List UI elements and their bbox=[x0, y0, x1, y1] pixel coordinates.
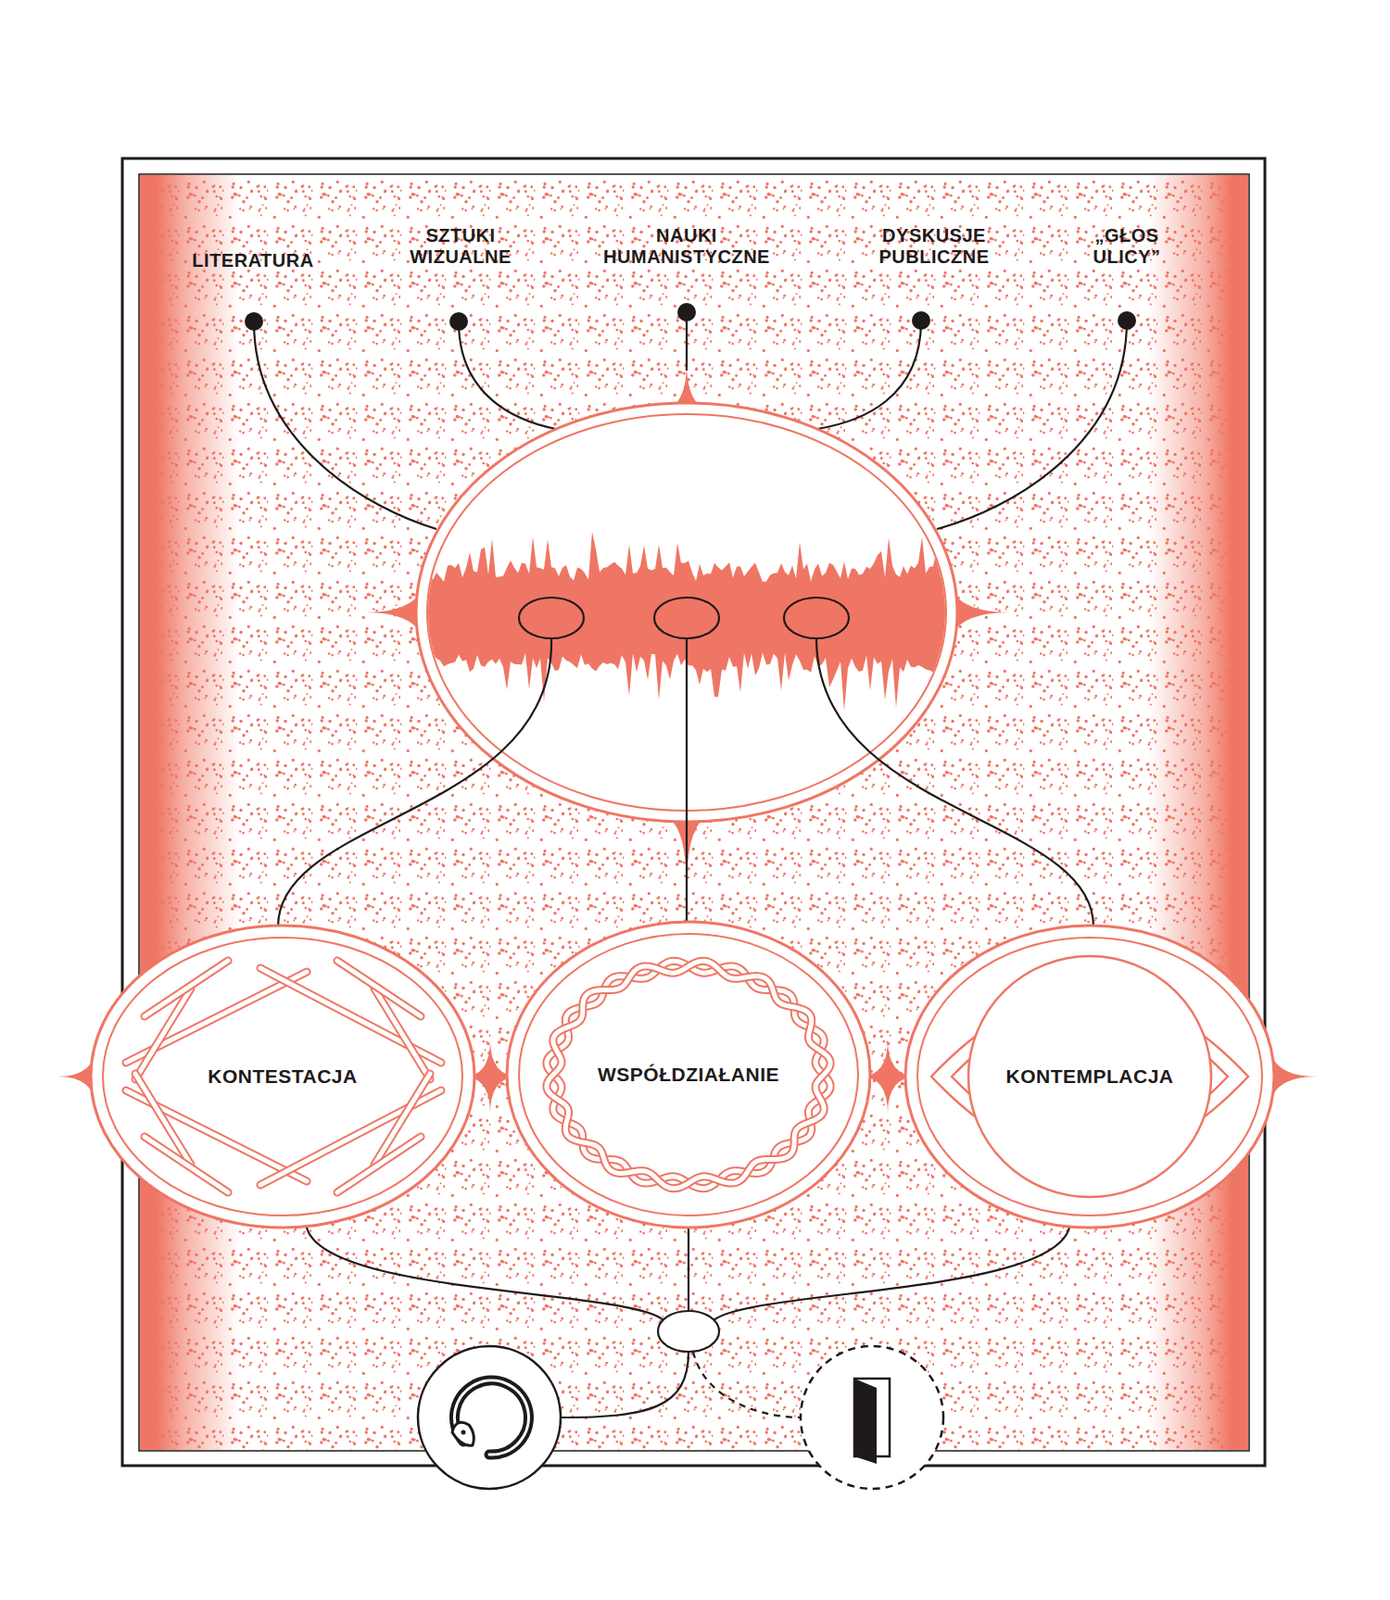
snake-head bbox=[452, 1422, 474, 1446]
source-dot bbox=[449, 312, 468, 331]
stipple-ground bbox=[139, 175, 1249, 1451]
wire bbox=[936, 320, 1127, 530]
mode-oval: KONTEMPLACJA bbox=[903, 923, 1277, 1230]
outer-frame bbox=[122, 158, 1265, 1466]
ouroboros-symbol bbox=[452, 1380, 529, 1455]
source-label: NAUKI HUMANISTYCZNE bbox=[603, 225, 771, 268]
oval-decoration bbox=[126, 960, 442, 1193]
node-body: WSPÓŁDZIAŁANIE bbox=[505, 920, 872, 1230]
contest-stick-core bbox=[144, 960, 228, 1017]
wire bbox=[560, 1352, 689, 1418]
eye-iris bbox=[968, 956, 1212, 1198]
door-circle bbox=[800, 1346, 944, 1490]
contest-stick bbox=[144, 1137, 228, 1193]
mode-label: KONTESTACJA bbox=[200, 1062, 365, 1091]
oval-ring bbox=[518, 934, 859, 1216]
channel-oval bbox=[783, 597, 849, 639]
source-dots bbox=[244, 303, 1137, 331]
cusp bbox=[1269, 1042, 1318, 1112]
braid-strand bbox=[546, 960, 831, 1188]
mode-label: WSPÓŁDZIAŁANIE bbox=[590, 1061, 787, 1089]
wire bbox=[816, 638, 1094, 927]
wire bbox=[817, 320, 922, 430]
edge-fade bbox=[1148, 175, 1232, 1451]
dashed-wire bbox=[693, 1352, 801, 1418]
wire bbox=[305, 1221, 666, 1323]
source-label: „GŁOS ULICY” bbox=[1093, 225, 1162, 268]
inner-frame bbox=[139, 174, 1250, 1452]
edge-fade bbox=[156, 175, 241, 1451]
door-leaf bbox=[854, 1378, 877, 1465]
braid-strand-core bbox=[546, 960, 831, 1188]
merge-oval bbox=[657, 1311, 720, 1353]
edge-band bbox=[1231, 175, 1249, 1451]
oval-ring bbox=[506, 922, 871, 1228]
braid-strand bbox=[546, 960, 831, 1188]
wire bbox=[253, 321, 437, 530]
braid-strand-core bbox=[546, 960, 831, 1188]
mode-oval: WSPÓŁDZIAŁANIE bbox=[505, 920, 872, 1230]
source-dot bbox=[677, 303, 696, 322]
contest-stick bbox=[337, 960, 421, 1017]
snake-eye bbox=[461, 1430, 467, 1436]
source-dot bbox=[244, 312, 264, 331]
channel-oval bbox=[654, 597, 720, 639]
wire bbox=[458, 321, 556, 430]
contest-stick-core bbox=[337, 1137, 421, 1193]
channel-oval bbox=[518, 597, 584, 639]
oval-ring bbox=[90, 925, 475, 1228]
source-dot bbox=[1117, 311, 1137, 330]
oval-decoration bbox=[546, 960, 831, 1188]
oval-ring bbox=[102, 937, 463, 1216]
source-label: LITERATURA bbox=[191, 250, 314, 272]
wire bbox=[711, 1221, 1071, 1323]
channel-ovals bbox=[518, 597, 849, 639]
contest-stick-core bbox=[337, 960, 421, 1017]
contest-stick bbox=[337, 1137, 421, 1193]
contest-stick bbox=[144, 960, 228, 1017]
contest-stick-core bbox=[144, 1137, 228, 1193]
source-dot bbox=[911, 311, 931, 330]
wire bbox=[685, 638, 688, 927]
oval-ring bbox=[905, 925, 1275, 1228]
door-symbol bbox=[854, 1378, 890, 1465]
oval-decoration bbox=[931, 956, 1249, 1198]
source-label: DYSKUSJE PUBLICZNE bbox=[879, 225, 990, 268]
merge-wires bbox=[305, 1221, 1071, 1418]
node-body: KONTESTACJA bbox=[88, 923, 477, 1230]
edge-band bbox=[139, 175, 157, 1451]
source-label: SZTUKI WIZUALNE bbox=[409, 225, 512, 268]
wire bbox=[278, 638, 552, 927]
ouroboros-circle bbox=[417, 1346, 561, 1490]
mode-label: KONTEMPLACJA bbox=[998, 1062, 1181, 1091]
wire bbox=[687, 1223, 690, 1312]
node-body: KONTEMPLACJA bbox=[903, 923, 1277, 1230]
mode-wires bbox=[278, 638, 1094, 927]
mode-oval: KONTESTACJA bbox=[88, 923, 477, 1230]
oval-ring bbox=[917, 937, 1263, 1216]
